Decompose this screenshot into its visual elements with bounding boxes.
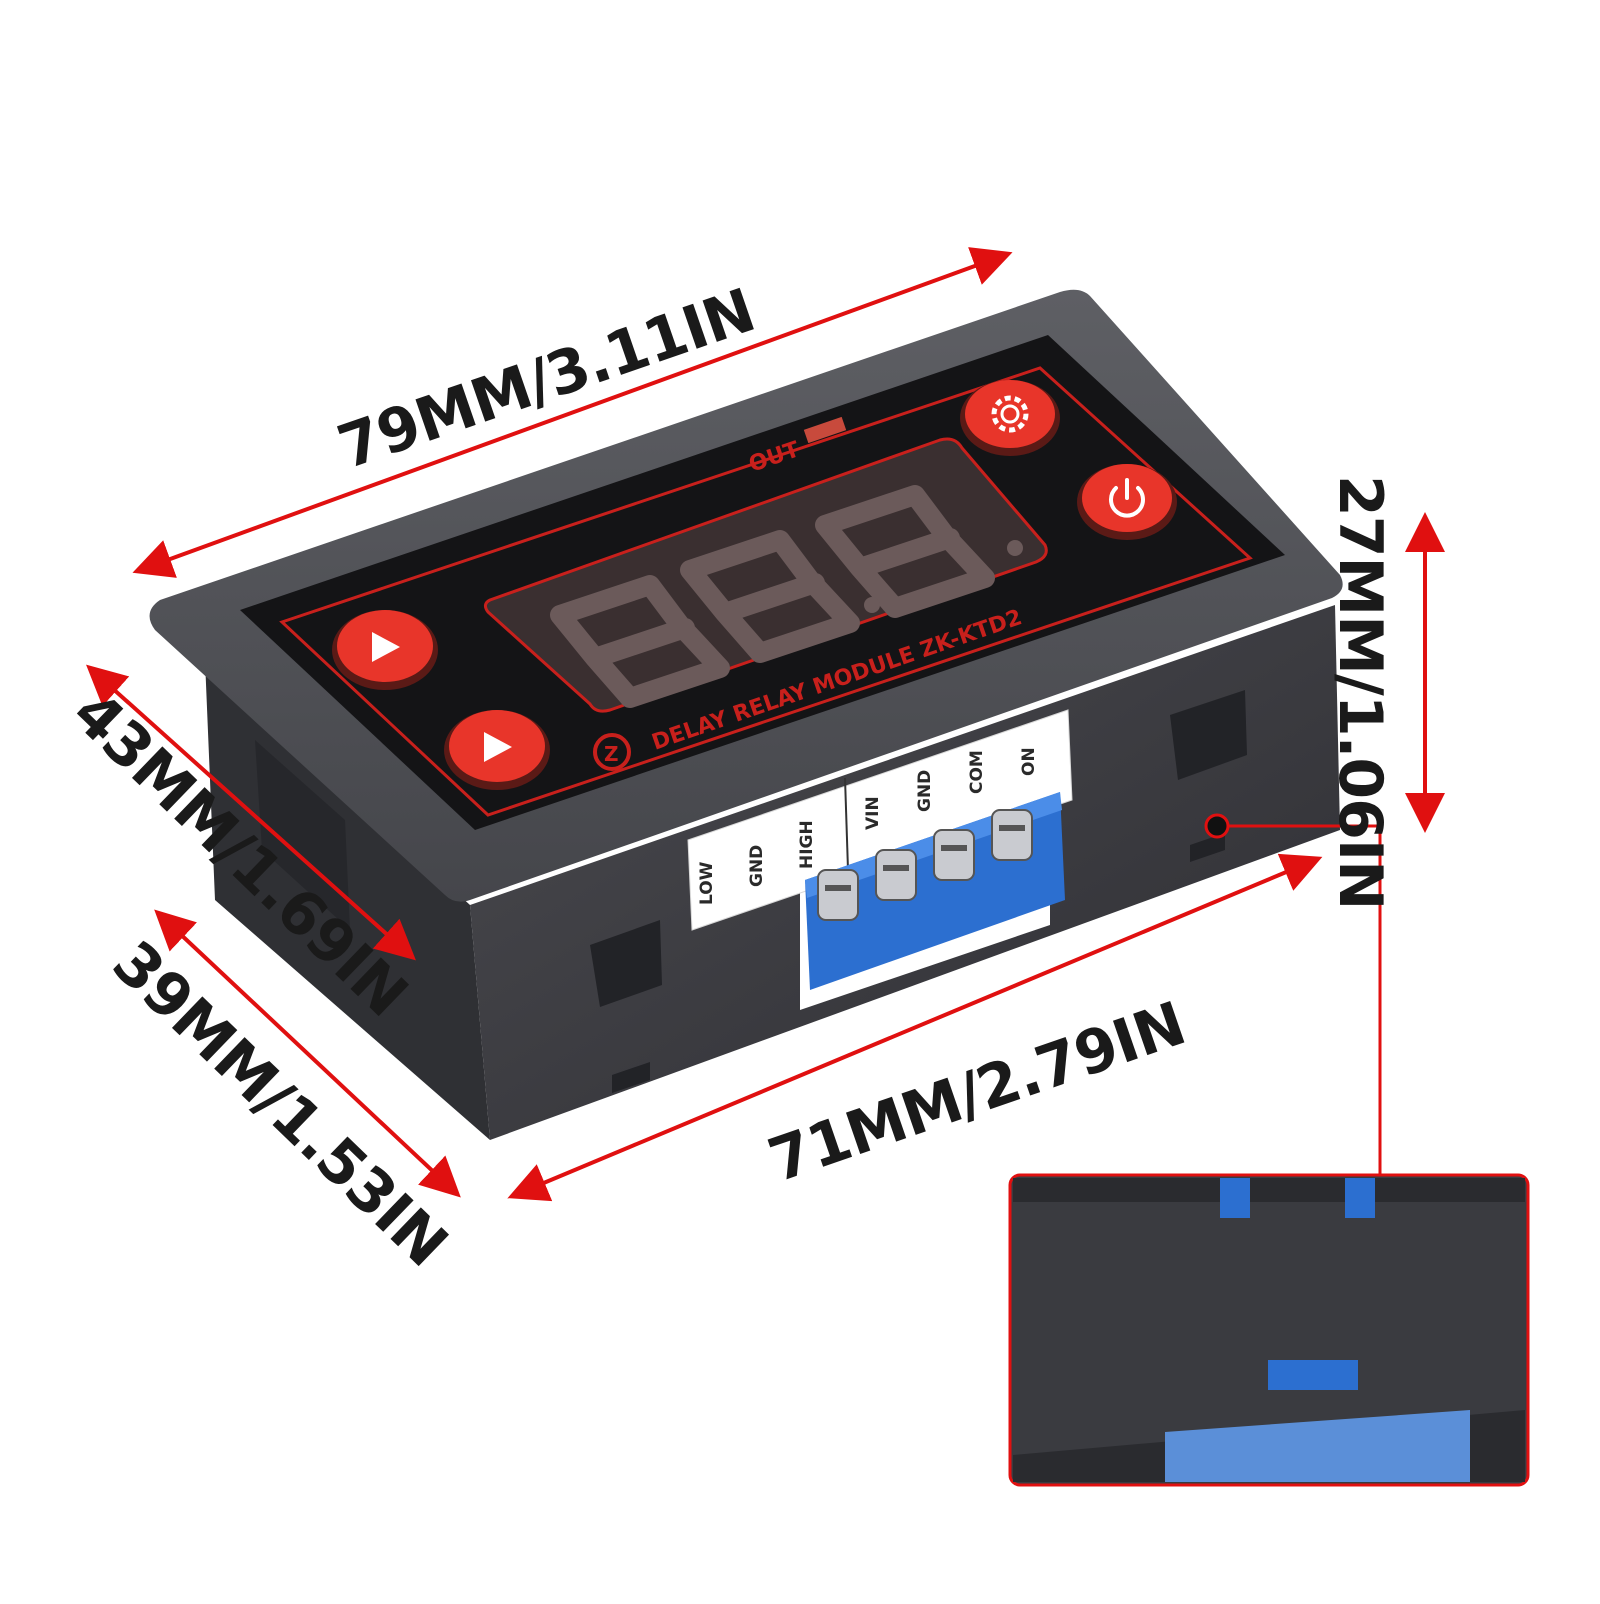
power-icon — [1109, 478, 1145, 518]
screw-labels: VIN GND COM ON — [863, 747, 1039, 830]
screw — [875, 849, 917, 901]
clip-slot — [1170, 690, 1247, 780]
terminal-label: ON — [1019, 747, 1039, 776]
delay-logo-icon: Z — [593, 733, 631, 771]
arrow-top-width — [132, 247, 1013, 578]
arrow-bottom-width — [507, 853, 1323, 1202]
dimension-arrows — [86, 247, 1445, 1202]
dimension-label-height: 27MM/1.06IN — [1325, 475, 1395, 910]
set-button[interactable] — [960, 380, 1060, 456]
terminal-label: COM — [967, 750, 987, 794]
detail-inset — [1008, 1173, 1530, 1487]
up-button[interactable] — [332, 610, 438, 690]
callout-dot — [1204, 813, 1230, 839]
inset-slot — [1220, 1178, 1250, 1218]
down-arrow-icon — [484, 732, 512, 762]
inset-terminal — [1165, 1410, 1470, 1482]
terminal-label: LOW — [697, 861, 717, 905]
up-arrow-icon — [372, 632, 400, 662]
power-button[interactable] — [1077, 464, 1177, 540]
inset-slot — [1345, 1178, 1375, 1218]
screw — [817, 869, 859, 921]
terminal-label: GND — [747, 845, 767, 887]
screw — [933, 829, 975, 881]
terminal-label: VIN — [863, 796, 883, 830]
down-button[interactable] — [444, 710, 550, 790]
arrow-depth-front — [86, 664, 416, 961]
terminal-label: HIGH — [797, 820, 817, 869]
inset-slot — [1268, 1360, 1358, 1390]
svg-text:Z: Z — [604, 742, 619, 766]
screw — [991, 809, 1033, 861]
detail-callout — [1204, 813, 1382, 1175]
terminal-label: GND — [915, 770, 935, 812]
arrow-depth-base — [154, 909, 461, 1198]
